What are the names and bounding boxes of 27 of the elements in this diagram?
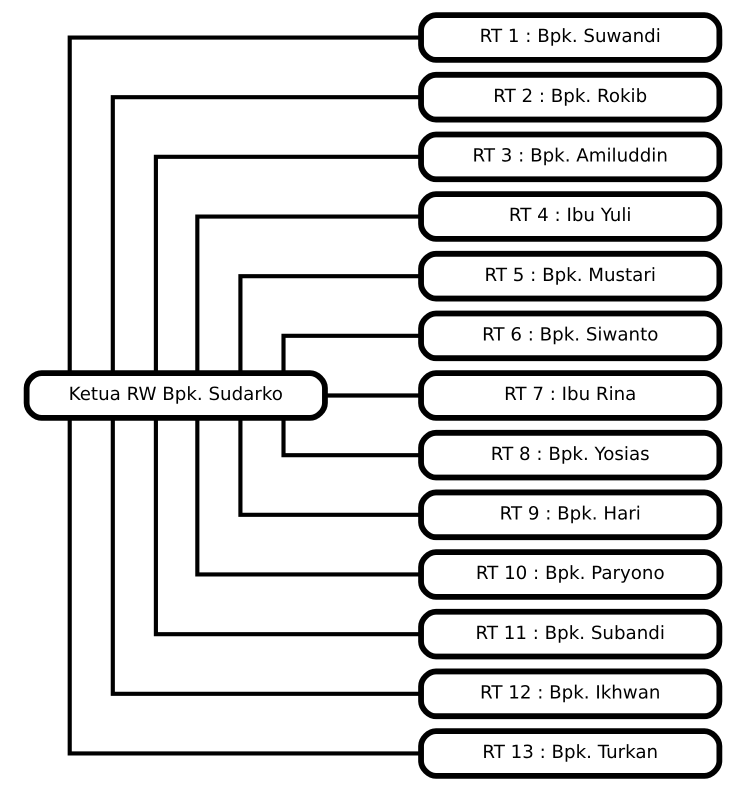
node-box: RT 5 : Bpk. Mustari <box>418 250 722 302</box>
node-box: RT 13 : Bpk. Turkan <box>418 728 722 779</box>
node-box: RT 12 : Bpk. Ikhwan <box>418 668 722 720</box>
connector <box>324 393 420 398</box>
node-box: RT 6 : Bpk. Siwanto <box>418 310 722 362</box>
connector <box>67 418 420 756</box>
node-box: RT 11 : Bpk. Subandi <box>418 608 722 660</box>
node-box: RT 9 : Bpk. Hari <box>418 490 722 540</box>
connector <box>67 35 420 374</box>
node-box: RT 4 : Ibu Yuli <box>418 191 722 242</box>
connector <box>110 95 420 374</box>
connector <box>194 418 420 577</box>
connector <box>280 334 420 373</box>
connector <box>238 274 420 374</box>
connector <box>238 418 420 517</box>
node-box: RT 1 : Bpk. Suwandi <box>418 12 722 63</box>
connector <box>194 214 420 373</box>
connector <box>153 154 420 374</box>
node-box: RT 3 : Bpk. Amiluddin <box>418 132 722 182</box>
node-box: RT 8 : Bpk. Yosias <box>418 430 722 480</box>
node-box: RT 2 : Bpk. Rokib <box>418 72 722 122</box>
connector <box>280 418 420 458</box>
node-box: RT 7 : Ibu Rina <box>418 370 722 421</box>
node-box: Ketua RW Bpk. Sudarko <box>23 370 328 421</box>
connector <box>110 418 420 696</box>
connector <box>153 418 420 636</box>
node-box: RT 10 : Bpk. Paryono <box>418 549 722 600</box>
